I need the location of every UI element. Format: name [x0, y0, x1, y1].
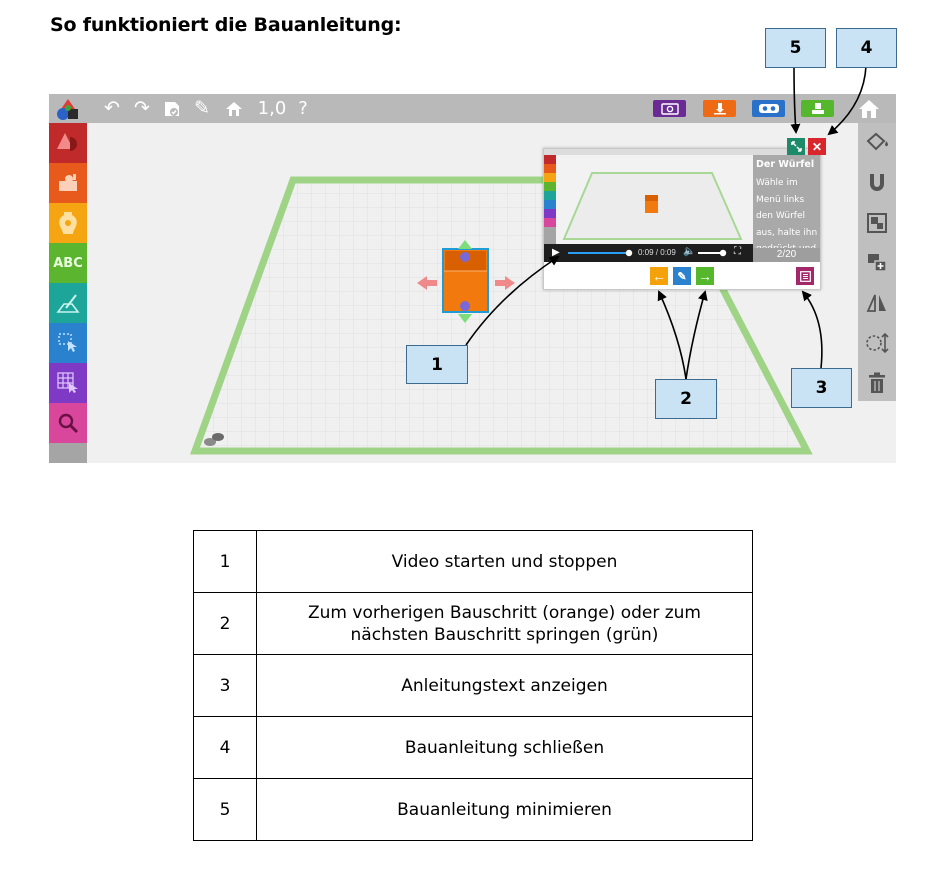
previous-step-button[interactable]: ←	[650, 267, 668, 285]
rotate-handle-top[interactable]	[460, 252, 470, 262]
mini-toolbar	[544, 155, 556, 244]
grid-select-icon[interactable]	[49, 363, 87, 403]
close-button[interactable]: ✕	[808, 138, 826, 155]
legend-number: 3	[193, 654, 257, 717]
mirror-icon[interactable]	[858, 283, 896, 323]
arrow-callout-5	[790, 65, 801, 134]
table-row: 1 Video starten und stoppen	[193, 530, 753, 593]
callout-1: 1	[406, 345, 468, 384]
arrow-left-handle[interactable]	[417, 276, 437, 290]
top-toolbar: ↶ ↷ ✎ 1,0 ?	[49, 94, 896, 123]
step-counter: 2/20	[753, 248, 820, 262]
search-icon[interactable]	[49, 403, 87, 443]
arrow-callout-3	[801, 290, 823, 369]
duplicate-icon[interactable]	[858, 243, 896, 283]
video-progress-bar[interactable]	[568, 249, 633, 257]
legend-description: Bauanleitung minimieren	[256, 778, 753, 841]
legend-number: 2	[193, 592, 257, 655]
callout-3: 3	[791, 368, 852, 408]
pen-icon[interactable]: ✎	[194, 98, 210, 119]
legend-number: 1	[193, 530, 257, 593]
arrow-up-handle[interactable]	[458, 240, 472, 249]
app-screenshot: ↶ ↷ ✎ 1,0 ?	[49, 94, 896, 463]
callout-5: 5	[765, 28, 826, 68]
instruction-video[interactable]	[556, 155, 753, 244]
arrow-down-handle[interactable]	[458, 314, 472, 323]
video-controls: ▶ 0:09 / 0:09 🔈 ⛶	[544, 244, 753, 262]
rotate-handle-bottom[interactable]	[460, 301, 470, 311]
trash-icon[interactable]	[858, 363, 896, 403]
figures-icon[interactable]	[49, 163, 87, 203]
callout-4: 4	[836, 28, 897, 68]
video-time: 0:09 / 0:09	[638, 248, 676, 257]
select-tool-icon[interactable]	[49, 323, 87, 363]
help-button[interactable]: ?	[298, 98, 308, 119]
shapes-icon[interactable]	[49, 123, 87, 163]
scale-icon[interactable]	[858, 323, 896, 363]
table-row: 5 Bauanleitung minimieren	[193, 778, 753, 841]
volume-slider[interactable]	[698, 249, 728, 257]
text-tool-button[interactable]: ABC	[49, 243, 87, 283]
sketch-icon[interactable]	[49, 283, 87, 323]
redo-icon[interactable]: ↷	[134, 98, 150, 119]
magnet-icon[interactable]	[858, 163, 896, 203]
volume-icon[interactable]: 🔈	[683, 246, 696, 257]
screenshot-button[interactable]	[653, 100, 686, 117]
instruction-heading: Der Würfel	[756, 159, 815, 170]
view-cube-icon[interactable]	[204, 433, 224, 446]
callout-2: 2	[655, 379, 717, 419]
arrow-callout-1	[465, 255, 560, 346]
home-icon[interactable]	[222, 94, 246, 123]
logo-icon	[49, 94, 87, 123]
save-icon[interactable]	[161, 94, 183, 123]
current-step-button[interactable]: ✎	[673, 267, 691, 285]
arrow-right-handle[interactable]	[495, 276, 515, 290]
table-row: 3 Anleitungstext anzeigen	[193, 654, 753, 717]
instruction-window-titlebar	[544, 149, 820, 155]
right-toolbar	[858, 123, 896, 401]
table-row: 2 Zum vorherigen Bauschritt (orange) ode…	[193, 592, 753, 655]
play-icon[interactable]: ▶	[552, 247, 560, 258]
zoom-level: 1,0	[257, 98, 287, 119]
arrow-callout-2b	[685, 290, 708, 380]
vr-glasses-button[interactable]	[752, 100, 785, 117]
callout-arrows	[465, 65, 867, 380]
arrow-callout-2a	[657, 290, 687, 380]
fullscreen-icon[interactable]: ⛶	[734, 246, 741, 257]
legend-table: 1 Video starten und stoppen 2 Zum vorher…	[193, 530, 753, 841]
paint-bucket-icon[interactable]	[858, 123, 896, 163]
left-toolbar: ABC	[49, 123, 87, 463]
instruction-window: Der Würfel Wähle im Menü links den Würfe…	[543, 148, 821, 290]
legend-number: 5	[193, 778, 257, 841]
legend-description: Bauanleitung schließen	[256, 716, 753, 779]
vase-icon[interactable]	[49, 203, 87, 243]
show-text-button[interactable]	[796, 267, 814, 285]
minimize-button[interactable]	[787, 138, 805, 155]
undo-icon[interactable]: ↶	[104, 98, 120, 119]
legend-description: Zum vorherigen Bauschritt (orange) oder …	[256, 592, 753, 655]
instruction-body: Wähle im Menü links den Würfel aus, halt…	[756, 178, 818, 248]
home-button-icon[interactable]	[855, 94, 883, 123]
print-button[interactable]	[801, 100, 834, 117]
instruction-text-panel: Der Würfel Wähle im Menü links den Würfe…	[753, 155, 820, 248]
export-button[interactable]	[703, 100, 736, 117]
legend-description: Video starten und stoppen	[256, 530, 753, 593]
legend-description: Anleitungstext anzeigen	[256, 654, 753, 717]
arrow-callout-4	[827, 65, 867, 136]
table-row: 4 Bauanleitung schließen	[193, 716, 753, 779]
next-step-button[interactable]: →	[696, 267, 714, 285]
page-title: So funktioniert die Bauanleitung:	[50, 14, 402, 36]
align-icon[interactable]	[858, 203, 896, 243]
legend-number: 4	[193, 716, 257, 779]
